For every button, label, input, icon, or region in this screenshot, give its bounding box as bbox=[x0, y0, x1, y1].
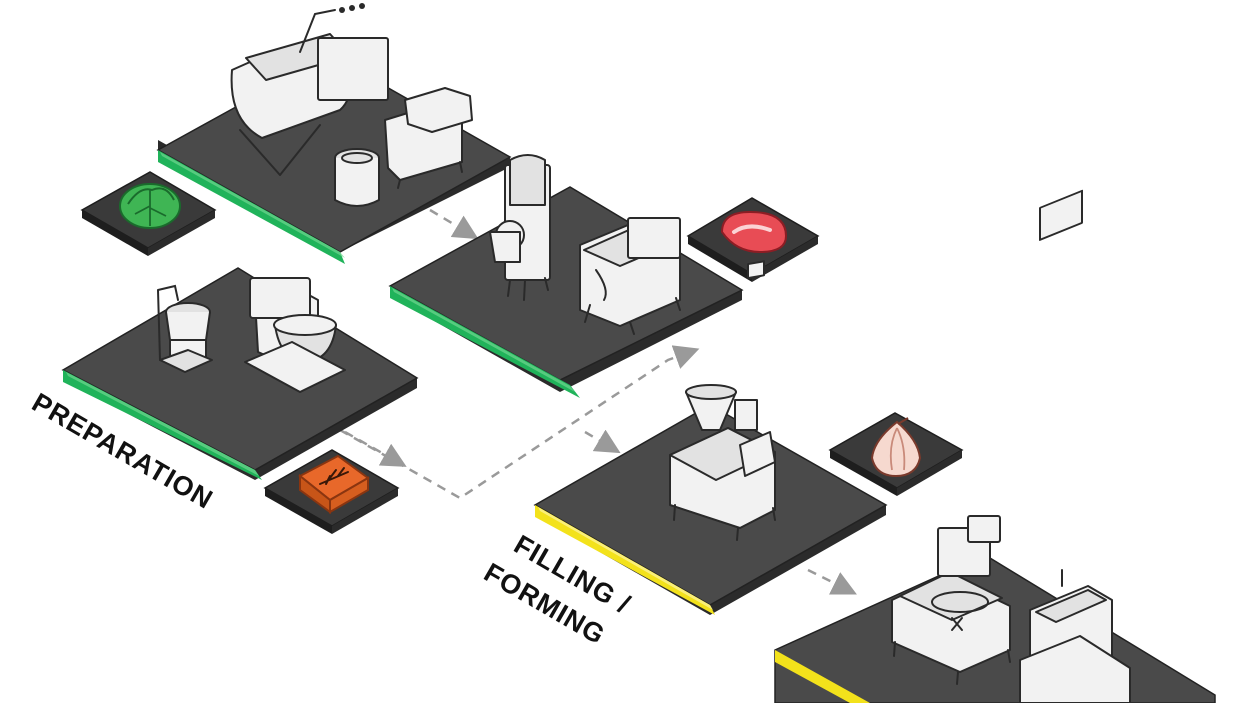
vegetable-cutting-machine bbox=[384, 87, 473, 189]
flow-arrow-vegetable-to-meat bbox=[429, 208, 479, 240]
flow-arrow-filling-entry bbox=[584, 429, 621, 454]
meat-mixer-machine bbox=[579, 217, 681, 335]
flow-arrow-preparation-branch bbox=[344, 430, 407, 467]
flour-sack-icon bbox=[298, 454, 370, 514]
meat-steak-icon bbox=[720, 210, 788, 254]
platform-vegetable-processing bbox=[156, 3, 512, 264]
garlic-icon bbox=[870, 417, 922, 478]
platform-forming-steaming bbox=[774, 189, 1216, 703]
meat-grinder-machine bbox=[489, 154, 551, 301]
steaming-oven-machine bbox=[1019, 189, 1131, 703]
dumpling-forming-machine bbox=[891, 515, 1011, 685]
platform-filling-forming bbox=[533, 260, 888, 615]
platform-dough-preparation bbox=[61, 267, 419, 480]
vegetable-washing-machine bbox=[230, 3, 389, 176]
filling-forming-machine bbox=[669, 260, 776, 541]
platform-meat-processing bbox=[388, 154, 744, 398]
cabbage-icon bbox=[119, 183, 181, 229]
flow-arrows bbox=[339, 208, 857, 595]
meat-icon-tile bbox=[686, 197, 820, 282]
flow-arrow-filling-to-forming bbox=[807, 568, 857, 595]
flour-sack-icon-tile bbox=[263, 449, 400, 534]
garlic-icon-tile bbox=[828, 412, 964, 496]
flour-sifter-machine bbox=[157, 284, 213, 373]
dough-mixer-machine bbox=[244, 277, 346, 393]
platform-stripe-forming bbox=[775, 650, 870, 703]
cabbage-icon-tile bbox=[80, 171, 217, 256]
vegetable-dewatering-machine bbox=[334, 148, 380, 207]
